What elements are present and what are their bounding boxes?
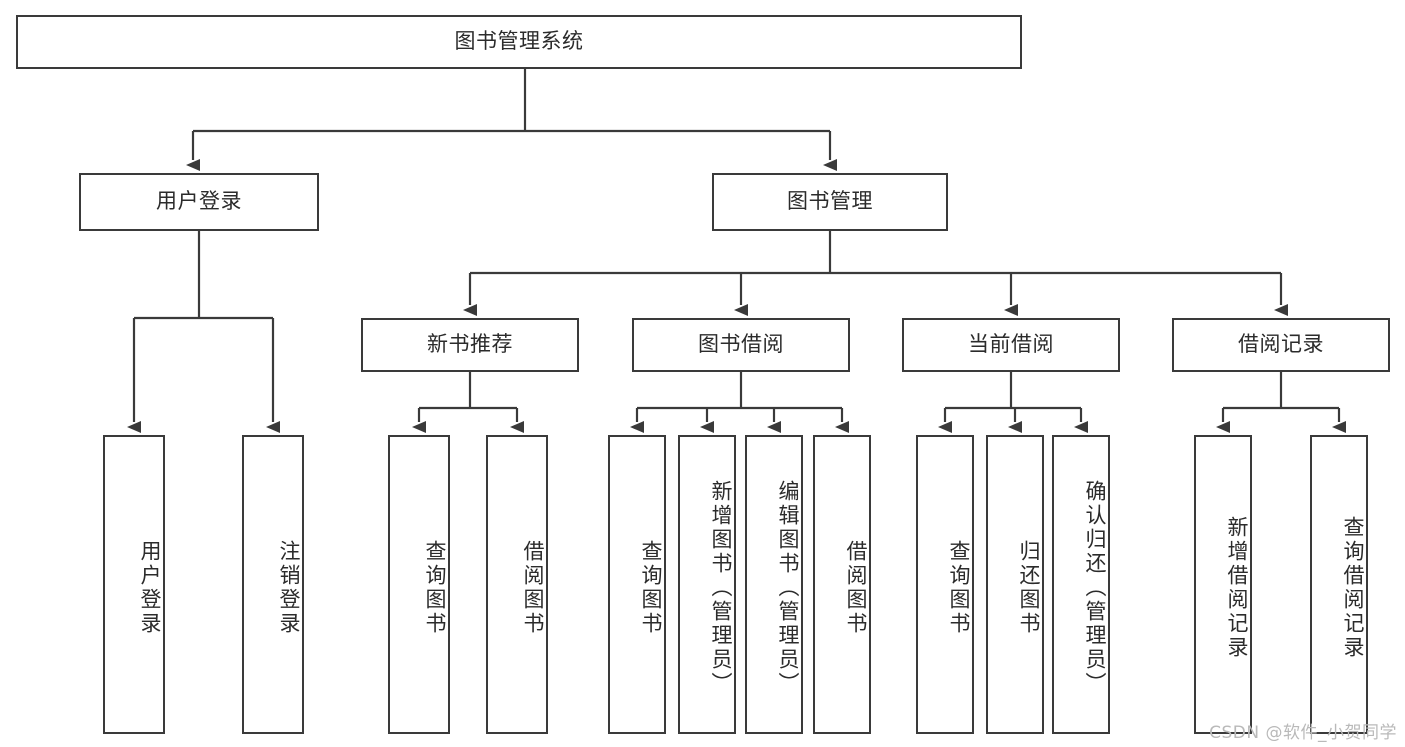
- leaf-label: 借阅图书: [844, 539, 868, 636]
- node-leaf-query-borrow-record[interactable]: 查询借阅记录: [1310, 435, 1368, 734]
- leaf-label: 借阅图书: [521, 539, 545, 636]
- node-new-book-recommend[interactable]: 新书推荐: [361, 318, 579, 372]
- node-leaf-return-book[interactable]: 归还图书: [986, 435, 1044, 734]
- node-current-borrow[interactable]: 当前借阅: [902, 318, 1120, 372]
- node-leaf-borrow-book[interactable]: 借阅图书: [813, 435, 871, 734]
- leaf-label: 编辑图书（管理员）: [776, 479, 800, 696]
- node-leaf-query-book-current[interactable]: 查询图书: [916, 435, 974, 734]
- node-leaf-confirm-return-admin[interactable]: 确认归还（管理员）: [1052, 435, 1110, 734]
- node-book-borrow[interactable]: 图书借阅: [632, 318, 850, 372]
- node-leaf-user-login[interactable]: 用户登录: [103, 435, 165, 734]
- node-leaf-query-book-borrow[interactable]: 查询图书: [608, 435, 666, 734]
- csdn-watermark: CSDN @软件_小贺同学: [1209, 723, 1397, 743]
- node-leaf-borrow-book-recommend[interactable]: 借阅图书: [486, 435, 548, 734]
- node-user-login[interactable]: 用户登录: [79, 173, 319, 231]
- leaf-label: 确认归还（管理员）: [1083, 479, 1107, 696]
- node-leaf-edit-book-admin[interactable]: 编辑图书（管理员）: [745, 435, 803, 734]
- leaf-label: 查询图书: [639, 539, 663, 636]
- node-leaf-add-borrow-record[interactable]: 新增借阅记录: [1194, 435, 1252, 734]
- leaf-label: 查询图书: [947, 539, 971, 636]
- node-leaf-add-book-admin[interactable]: 新增图书（管理员）: [678, 435, 736, 734]
- node-book-manage[interactable]: 图书管理: [712, 173, 948, 231]
- node-leaf-user-logout[interactable]: 注销登录: [242, 435, 304, 734]
- leaf-label: 新增借阅记录: [1225, 515, 1249, 660]
- leaf-label: 用户登录: [138, 539, 162, 636]
- leaf-label: 注销登录: [277, 539, 301, 636]
- node-root-system[interactable]: 图书管理系统: [16, 15, 1022, 69]
- leaf-label: 归还图书: [1017, 539, 1041, 636]
- node-borrow-record[interactable]: 借阅记录: [1172, 318, 1390, 372]
- leaf-label: 新增图书（管理员）: [709, 479, 733, 696]
- node-leaf-query-book-recommend[interactable]: 查询图书: [388, 435, 450, 734]
- leaf-label: 查询图书: [423, 539, 447, 636]
- leaf-label: 查询借阅记录: [1341, 515, 1365, 660]
